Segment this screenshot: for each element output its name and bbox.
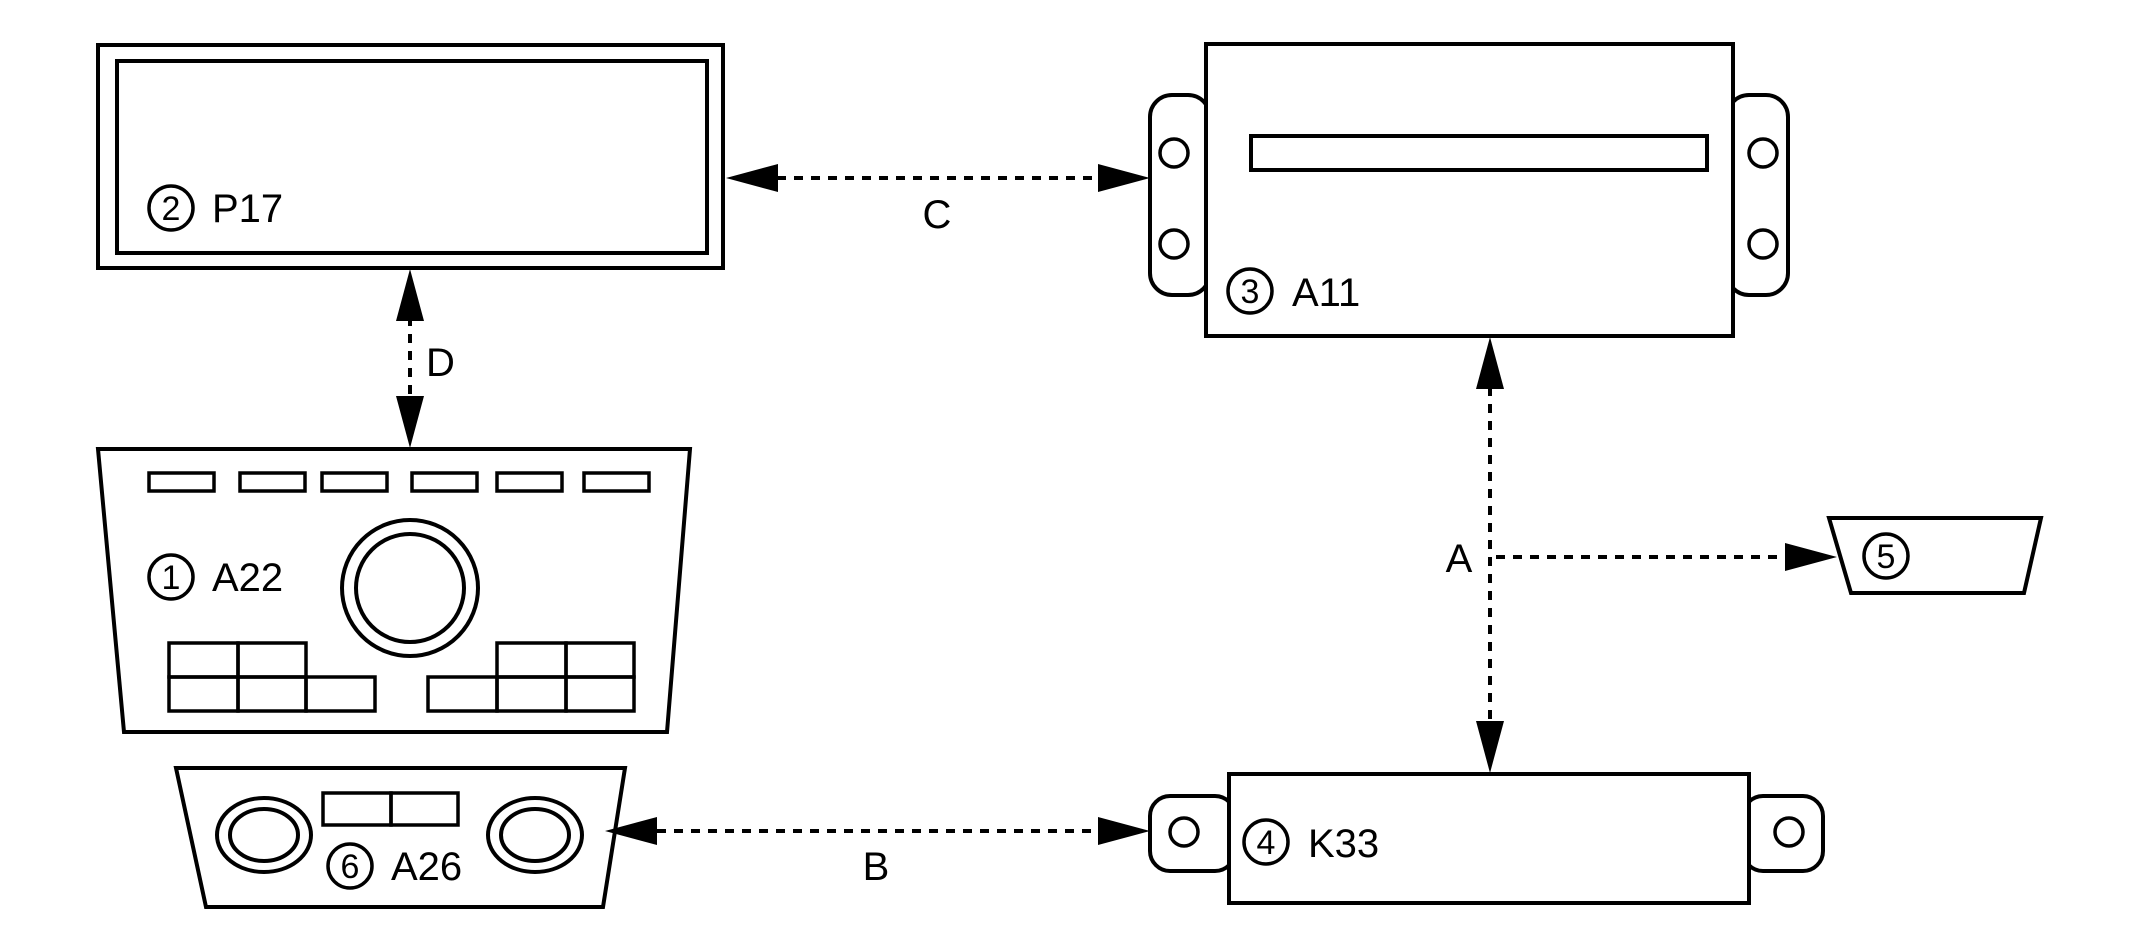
a11-number-circle [1226,267,1274,315]
a11-label: A11 [1292,271,1360,315]
k33-label: K33 [1308,822,1379,866]
component-5-number: 5 [1877,538,1896,576]
a22-key-l4 [236,675,308,713]
k33-left-mount [1148,794,1237,873]
a26-left-knob-inner [228,807,300,863]
a26-button-2 [389,791,460,827]
connection-b-arrow-left [605,817,657,845]
connection-b-arrow-right [1098,817,1150,845]
component-a26: 6 A26 [173,766,628,909]
a22-button-3 [320,471,389,493]
a11-left-hole-bottom [1158,228,1190,260]
k33-left-hole [1168,816,1200,848]
a22-key-r5 [564,675,636,713]
component-k33: 4 K33 [1148,772,1825,905]
connection-c: C [726,164,1150,237]
connection-c-arrow-left [726,164,778,192]
a26-left-knob-outer [215,796,313,874]
a22-key-l5 [304,675,377,713]
connection-a-arrow-bottom [1476,721,1504,773]
a11-left-hole-top [1158,137,1190,169]
a22-key-l2 [236,641,308,679]
a22-key-l1 [167,641,240,679]
connection-d: D [396,269,455,448]
connection-a-arrow-right [1785,543,1837,571]
a11-slot [1249,134,1709,172]
k33-right-hole [1773,816,1805,848]
a22-button-1 [147,471,216,493]
connection-b-label: B [863,845,890,889]
p17-label: P17 [212,187,283,231]
a22-knob-inner [354,532,466,644]
connection-c-label: C [923,193,952,237]
a22-key-l3 [167,675,240,713]
component-p17: 2 P17 [96,43,725,270]
a22-key-r2 [564,641,636,679]
a11-right-hole-bottom [1747,228,1779,260]
component-5-number-circle [1862,532,1910,580]
a26-number: 6 [341,848,360,886]
a26-body [173,766,628,909]
a22-number-circle [147,553,195,601]
connection-d-arrow-bottom [396,396,424,448]
a22-button-4 [410,471,479,493]
component-5: 5 [1826,516,2044,595]
k33-number: 4 [1257,824,1276,862]
connection-d-arrow-top [396,269,424,321]
a11-right-mount [1725,93,1790,297]
a22-key-r1 [495,641,568,679]
p17-inner-frame [115,59,709,255]
a22-knob-outer [340,518,480,658]
a22-body [95,447,693,734]
a26-button-1 [321,791,393,827]
component-a11: 3 A11 [1148,42,1790,338]
a11-right-hole-top [1747,137,1779,169]
connection-a: A [1446,337,1837,773]
component-a22: 1 A22 [95,447,693,734]
component-5-body [1826,516,2044,595]
k33-number-circle [1242,818,1290,866]
connection-a-arrow-top [1476,337,1504,389]
p17-number-circle [147,184,195,232]
a11-body [1204,42,1735,338]
a22-key-r3 [426,675,499,713]
a26-right-knob-inner [499,807,571,863]
connection-b: B [605,817,1150,889]
a26-label: A26 [391,845,462,889]
a26-number-circle [326,842,374,890]
a22-button-5 [495,471,564,493]
a22-number: 1 [162,559,181,597]
k33-right-mount [1741,794,1825,873]
a22-label: A22 [212,556,283,600]
p17-number: 2 [162,190,181,228]
a11-left-mount [1148,93,1212,297]
p17-outer-frame [96,43,725,270]
a22-button-2 [238,471,307,493]
k33-body [1227,772,1751,905]
a26-right-knob-outer [486,796,584,874]
a22-key-r4 [495,675,568,713]
connection-d-label: D [426,341,455,385]
a22-button-6 [582,471,651,493]
a11-number: 3 [1241,273,1260,311]
connection-a-label: A [1446,537,1473,581]
connection-c-arrow-right [1098,164,1150,192]
